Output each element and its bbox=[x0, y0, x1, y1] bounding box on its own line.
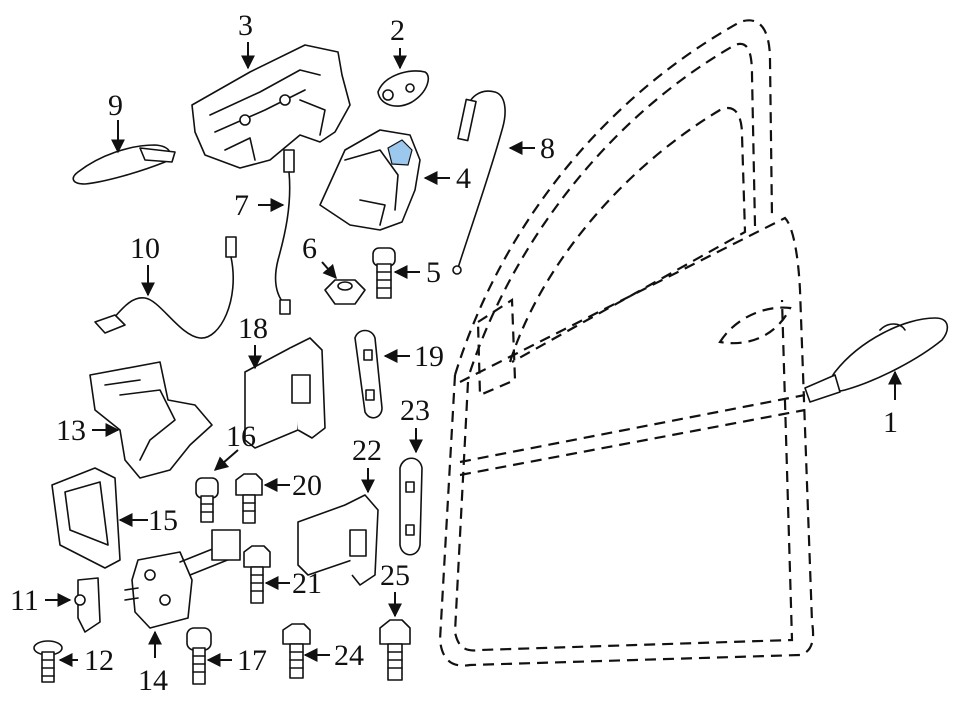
label-6: 6 bbox=[302, 232, 317, 265]
label-5: 5 bbox=[426, 256, 441, 289]
bolt-20 bbox=[235, 473, 263, 524]
rod-8 bbox=[452, 90, 506, 275]
plate-23 bbox=[399, 457, 423, 556]
wire-10 bbox=[94, 236, 237, 339]
callout-labels: 1 2 3 4 5 6 7 8 9 10 11 12 13 14 15 16 1… bbox=[10, 9, 898, 697]
inner-handle bbox=[72, 144, 176, 185]
bolt-16 bbox=[195, 477, 219, 523]
label-25: 25 bbox=[380, 559, 410, 592]
label-20: 20 bbox=[292, 469, 322, 502]
label-24: 24 bbox=[334, 639, 364, 672]
plate-19 bbox=[354, 329, 383, 419]
handle-cap bbox=[377, 70, 429, 107]
label-4: 4 bbox=[456, 162, 471, 195]
cable-7 bbox=[274, 149, 295, 315]
label-2: 2 bbox=[390, 14, 405, 47]
nut-6 bbox=[324, 279, 366, 305]
label-15: 15 bbox=[148, 504, 178, 537]
label-9: 9 bbox=[108, 89, 123, 122]
label-3: 3 bbox=[238, 9, 253, 42]
label-12: 12 bbox=[84, 644, 114, 677]
bracket-13 bbox=[89, 361, 213, 479]
pad-15 bbox=[51, 467, 121, 569]
lock-actuator bbox=[319, 129, 421, 231]
screw-5 bbox=[372, 247, 396, 299]
handle-carrier bbox=[191, 44, 351, 169]
bolt-25 bbox=[379, 619, 411, 681]
label-21: 21 bbox=[292, 567, 322, 600]
label-23: 23 bbox=[400, 394, 430, 427]
label-10: 10 bbox=[130, 232, 160, 265]
check-strap-14 bbox=[124, 529, 241, 629]
label-13: 13 bbox=[56, 414, 86, 447]
label-7: 7 bbox=[234, 189, 249, 222]
label-16: 16 bbox=[226, 420, 256, 453]
bolt-17 bbox=[186, 627, 212, 685]
screw-12 bbox=[33, 640, 63, 683]
label-8: 8 bbox=[540, 132, 555, 165]
bolt-21 bbox=[243, 545, 271, 604]
hinge-18 bbox=[244, 337, 326, 449]
hinge-22 bbox=[297, 494, 379, 586]
label-17: 17 bbox=[237, 644, 267, 677]
label-1: 1 bbox=[883, 406, 898, 439]
label-22: 22 bbox=[352, 434, 382, 467]
label-14: 14 bbox=[138, 664, 168, 697]
label-18: 18 bbox=[238, 312, 268, 345]
label-11: 11 bbox=[10, 584, 39, 617]
bolt-24 bbox=[282, 623, 311, 679]
label-19: 19 bbox=[414, 340, 444, 373]
door-shell bbox=[438, 19, 815, 667]
callout-arrows bbox=[45, 42, 902, 667]
clip-11 bbox=[74, 577, 101, 633]
outer-handle bbox=[804, 317, 949, 403]
